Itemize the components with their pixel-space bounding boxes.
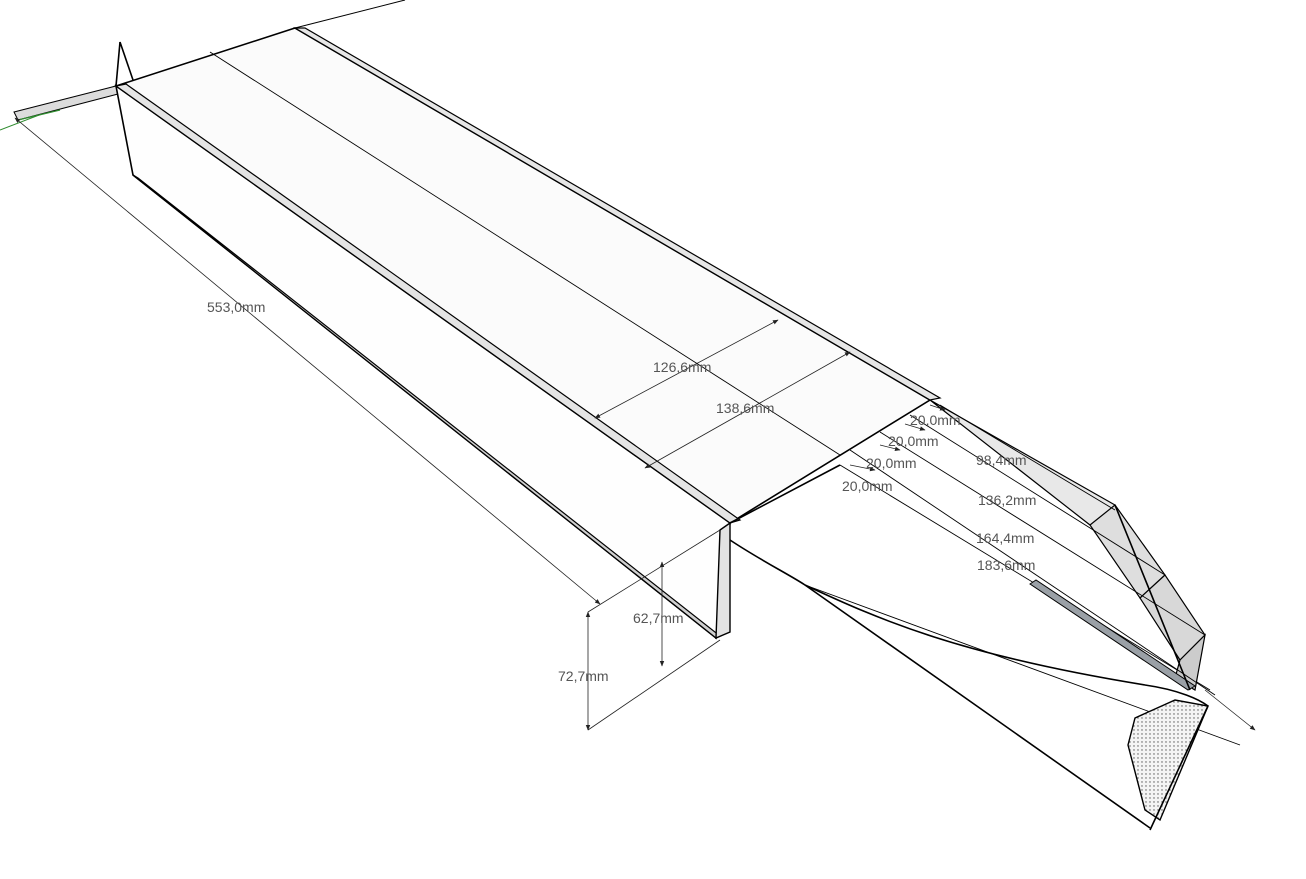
dim-label-step-4: 20,0mm <box>842 478 893 494</box>
dotted-end-face <box>1127 699 1209 822</box>
main-box <box>114 27 942 640</box>
dim-label-step-2: 20,0mm <box>888 433 939 449</box>
curved-nose-section <box>729 464 1241 831</box>
left-rail-part <box>13 85 119 121</box>
dimension-lines <box>14 117 1256 731</box>
dim-label-length-total: 553,0mm <box>207 299 265 315</box>
dim-label-height-outer: 72,7mm <box>558 668 609 684</box>
dim-label-width-outer: 138,6mm <box>716 400 774 416</box>
dim-label-len-4: 183,6mm <box>977 557 1035 573</box>
dim-label-width-inner: 126,6mm <box>653 359 711 375</box>
dim-label-len-3: 164,4mm <box>976 530 1034 546</box>
axis-red-line <box>294 0 406 29</box>
dimension-labels: 553,0mm 126,6mm 138,6mm 72,7mm 62,7mm 20… <box>207 299 1036 684</box>
dim-label-step-1: 20,0mm <box>910 412 961 428</box>
dim-label-height-inner: 62,7mm <box>633 610 684 626</box>
dark-strip <box>1029 579 1196 691</box>
dim-label-step-3: 20,0mm <box>866 455 917 471</box>
box-end-face <box>715 521 731 640</box>
stepped-fins <box>849 399 1216 696</box>
dim-label-len-1: 98,4mm <box>976 452 1027 468</box>
dim-label-len-2: 136,2mm <box>978 492 1036 508</box>
